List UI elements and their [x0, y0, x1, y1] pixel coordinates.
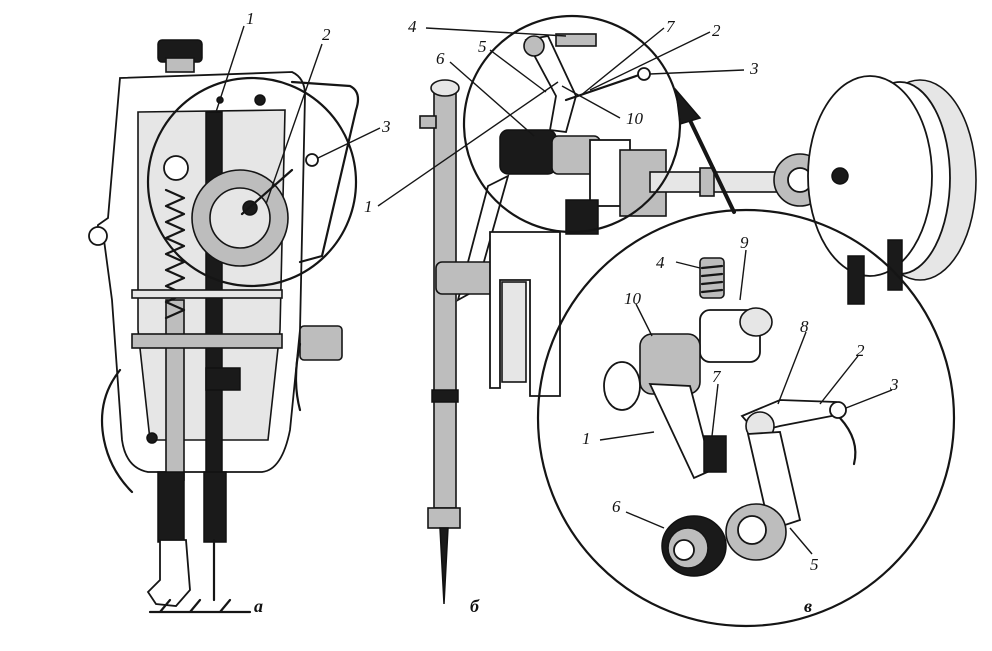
callout-v-5: 5	[810, 555, 819, 574]
leader-v1	[599, 431, 655, 441]
callout-b-6: 6	[436, 49, 445, 68]
main-shaft-collar	[699, 167, 715, 197]
side-screw-left	[88, 226, 108, 246]
b-needle-bar-top	[430, 79, 460, 97]
top-bolt	[254, 94, 266, 106]
callout-b-4: 4	[408, 17, 417, 36]
leader-v7	[711, 383, 719, 437]
panel-label-a: а	[254, 596, 263, 616]
tension-disc	[163, 155, 189, 181]
leader-b5	[489, 49, 547, 93]
b-link-clamp	[435, 261, 497, 295]
v-crank-assembly	[603, 307, 773, 480]
callout-b-10: 10	[626, 109, 644, 128]
leader-v3	[845, 389, 893, 409]
leader-b1	[377, 81, 559, 207]
callout-a-2: 2	[322, 25, 331, 44]
pulley-peg-right	[887, 239, 903, 291]
b-needle-clamp	[427, 507, 461, 529]
callout-b-5: 5	[478, 37, 487, 56]
callout-v-3: 3	[889, 375, 899, 394]
b-take-up-lever	[524, 34, 577, 133]
mid-bracket	[131, 289, 283, 299]
v-set-screw	[699, 257, 725, 299]
callout-v-4: 4	[656, 253, 665, 272]
top-screw-shank	[165, 57, 195, 73]
callout-v-9: 9	[740, 233, 749, 252]
b-lever-pin	[637, 67, 651, 81]
leader-b2	[589, 31, 711, 91]
v-spur-gear	[661, 515, 727, 577]
drive-pulley	[807, 75, 977, 305]
leader-v4	[675, 261, 701, 269]
presser-bar-tip	[157, 471, 185, 543]
b-needle-bar	[433, 87, 457, 509]
leader-b10	[561, 85, 621, 119]
presser-foot	[146, 539, 191, 607]
b-bar-collar	[431, 389, 459, 403]
panel-v-exploded-detail: 4 9 10 8 2 3 7 1 6 5 в	[536, 87, 956, 628]
panel-v-detail-circle	[536, 208, 956, 628]
callout-v-7: 7	[712, 367, 722, 386]
b-lever-arm	[564, 72, 644, 102]
b-needle	[439, 527, 449, 605]
b-guide-slide	[489, 231, 561, 397]
b-lever-eye	[523, 35, 545, 57]
v-connecting-arm	[725, 431, 802, 561]
leader-b6	[449, 61, 535, 137]
thread-guide-knob	[294, 325, 343, 412]
panel-b-needle-mechanism: 4 7 2 5 6 3 10 1 б	[364, 14, 977, 616]
callout-v-1: 1	[582, 429, 591, 448]
leader-v10	[635, 303, 653, 337]
callout-v-10: 10	[624, 289, 642, 308]
leader-v5	[789, 527, 813, 555]
housing-screw	[305, 153, 319, 167]
callout-a-1: 1	[246, 9, 255, 28]
panel-a-detail-circle	[146, 76, 358, 288]
leader-v9	[739, 249, 747, 301]
b-eccentric-screw	[565, 199, 599, 235]
b-top-plate	[555, 33, 597, 47]
panel-label-v: в	[804, 596, 812, 616]
needle-clamp-block	[205, 367, 241, 391]
leader-b7	[579, 27, 665, 97]
callout-v-2: 2	[856, 341, 865, 360]
panel-a-machine-head: 1 2 3 а	[88, 9, 391, 616]
oil-line	[100, 368, 134, 494]
leader-v8	[777, 331, 807, 405]
needle-bar-tip	[203, 471, 227, 543]
lower-bracket	[131, 333, 283, 349]
rear-plate	[290, 80, 360, 264]
leader-v6	[625, 511, 665, 529]
callout-v-8: 8	[800, 317, 809, 336]
callout-b-1: 1	[364, 197, 373, 216]
zoom-arrow	[674, 87, 736, 214]
leader-a2	[265, 43, 323, 205]
presser-bar	[165, 299, 185, 481]
base-screw	[146, 432, 158, 444]
pulley-peg-left	[847, 255, 865, 305]
callout-b-2: 2	[712, 21, 721, 40]
feed-dog	[148, 598, 252, 614]
b-gear-left	[499, 129, 557, 175]
callout-b-7: 7	[666, 17, 676, 36]
take-up-lever	[240, 168, 294, 216]
b-side-pin	[419, 115, 437, 129]
leader-b3	[649, 69, 745, 75]
panel-label-b: б	[470, 596, 480, 616]
b-guide-slot	[501, 281, 527, 383]
leader-a3	[317, 127, 381, 159]
callout-a-3: 3	[381, 117, 391, 136]
leader-v2	[819, 355, 859, 405]
leader-a1	[215, 25, 245, 113]
callout-v-6: 6	[612, 497, 621, 516]
callout-b-3: 3	[749, 59, 759, 78]
leader-b4	[425, 27, 567, 37]
